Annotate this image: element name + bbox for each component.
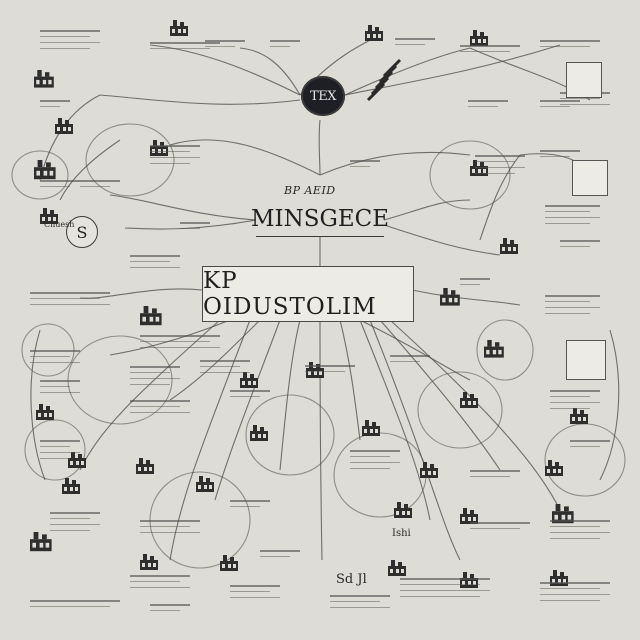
tex-badge-label: TEX (310, 88, 336, 104)
central-topic-box: KP OIDUSTOLIM (202, 266, 414, 322)
central-topic-text: KP OIDUSTOLIM (203, 268, 377, 320)
tex-badge: TEX (301, 76, 345, 116)
label-sd: Sd Jl (336, 572, 367, 587)
picture-box-3 (572, 160, 608, 196)
label-ishi: Ishi (392, 528, 411, 539)
label-chuesh-text: Chuesh (44, 220, 75, 229)
center-subtitle: BP AEID (284, 184, 336, 197)
main-title-text: MINSGECE (250, 206, 390, 232)
picture-box-1 (566, 62, 602, 98)
main-title: MINSGECE (251, 202, 389, 237)
s-badge-label: S (76, 222, 88, 242)
s-badge: S (66, 216, 98, 248)
picture-box-2 (566, 340, 606, 380)
